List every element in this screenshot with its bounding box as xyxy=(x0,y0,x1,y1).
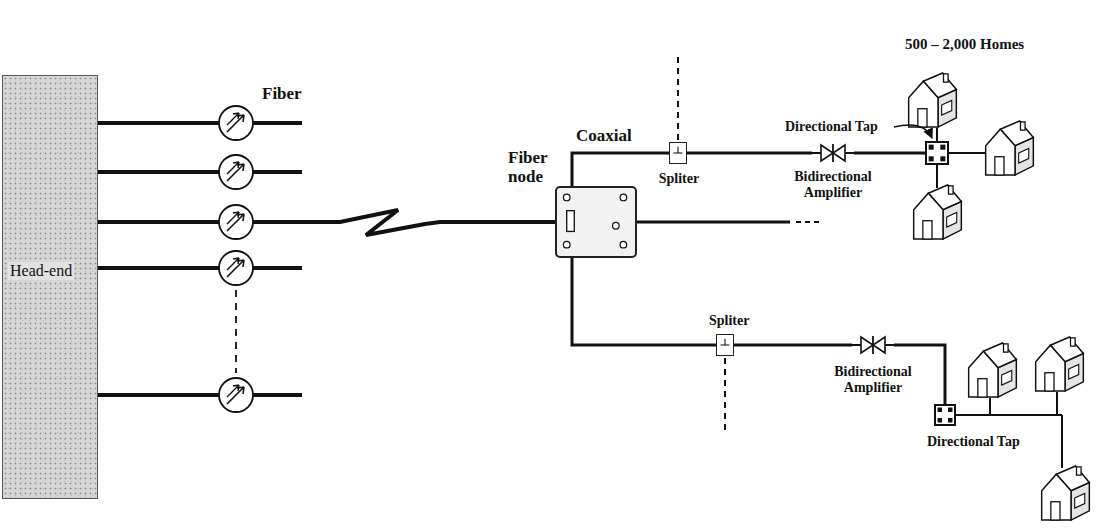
fnode-shape xyxy=(557,188,635,256)
head-end-box: Head-end xyxy=(2,75,98,499)
tap-shape xyxy=(936,406,954,424)
fiber-link xyxy=(98,210,555,235)
coaxial-cable xyxy=(572,153,669,186)
node-label: Bidirectional Amplifier xyxy=(783,169,883,201)
node-label: Fiber node xyxy=(508,148,554,186)
coaxial-label: Coaxial xyxy=(576,126,632,146)
node-label: Directional Tap xyxy=(927,434,1020,450)
amp-shape xyxy=(812,143,854,163)
fiber-label: Fiber xyxy=(262,84,302,104)
node-label: Directional Tap xyxy=(785,119,878,135)
split-shape xyxy=(670,143,686,163)
splitter-box: Spliter xyxy=(669,142,687,164)
tap-shape xyxy=(927,143,947,163)
node-label: Bidirectional Amplifier xyxy=(823,364,923,396)
amplifier-symbol: Bidirectional Amplifier xyxy=(812,143,854,163)
node-label: Head-end xyxy=(8,262,74,280)
splitter-box: Spliter xyxy=(716,334,734,356)
split-shape xyxy=(717,335,733,355)
homes-count-label: 500 – 2,000 Homes xyxy=(905,36,1024,53)
directional-tap: Directional Tap xyxy=(925,141,949,165)
node-label: Spliter xyxy=(709,313,759,329)
coaxial-cable xyxy=(734,344,852,347)
node-label: Spliter xyxy=(654,171,704,187)
coaxial-cable xyxy=(854,152,925,155)
coaxial-cable xyxy=(687,152,812,155)
amplifier-symbol: Bidirectional Amplifier xyxy=(852,335,894,355)
coaxial-cable xyxy=(572,258,716,345)
amp-shape xyxy=(852,335,894,355)
fiber-node-box: Fiber node xyxy=(555,186,637,258)
directional-tap: Directional Tap xyxy=(934,404,956,426)
